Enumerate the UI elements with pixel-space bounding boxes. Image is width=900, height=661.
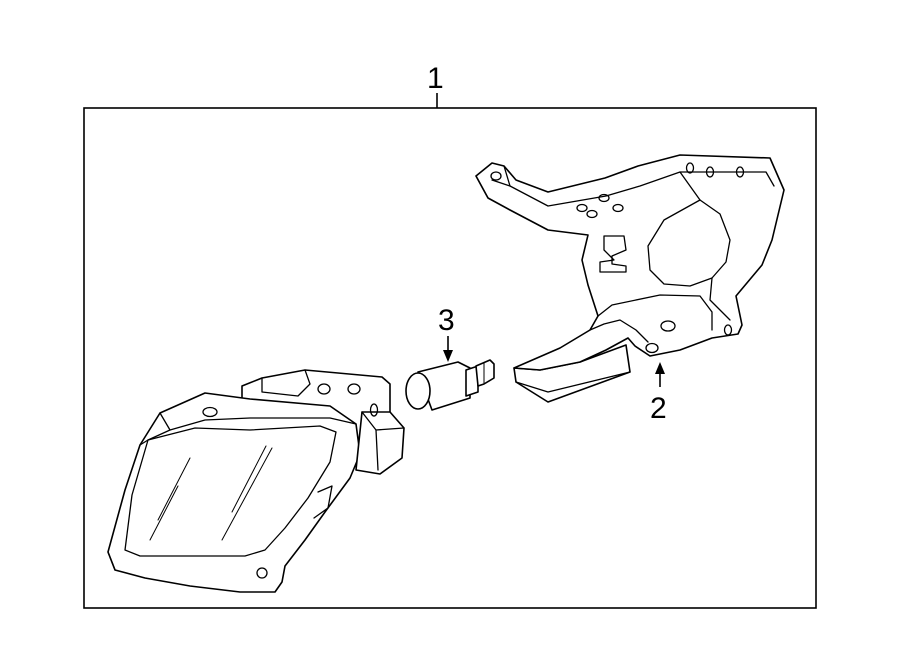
callout-3-label: 3 — [438, 304, 455, 337]
assembly-frame — [83, 107, 817, 609]
callout-2-label: 2 — [650, 392, 667, 425]
fog-lamp-bracket — [475, 154, 785, 403]
fog-lamp-housing — [107, 369, 405, 593]
callout-3-arrow — [443, 350, 453, 362]
callout-2-arrow — [655, 362, 665, 374]
fog-lamp-bulb — [405, 359, 495, 411]
callout-1-label: 1 — [427, 62, 444, 95]
